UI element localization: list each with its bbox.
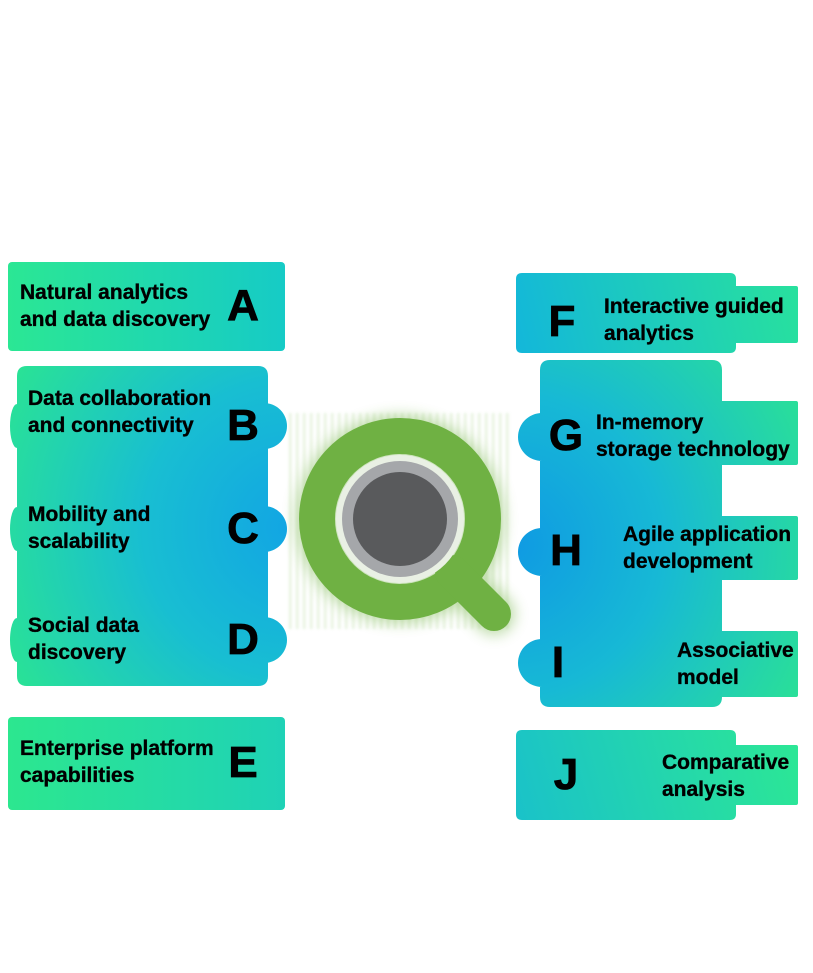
feature-label-i: Associative model [677,637,794,691]
feature-box-j [516,730,798,820]
feature-letter-e: E [228,738,258,787]
feature-box-a [8,262,285,351]
feature-label-d-line2: discovery [28,641,127,664]
feature-label-j-line1: Comparative [662,751,790,774]
feature-letter-f: F [548,297,576,346]
feature-label-b-line1: Data collaboration [28,387,212,410]
feature-label-a-line2: and data discovery [20,308,211,331]
feature-label-e: Enterprise platform capabilities [20,735,214,789]
feature-label-h-line2: development [623,550,753,573]
feature-block-bcd [10,366,287,686]
feature-label-i-line1: Associative [677,639,794,662]
feature-label-h: Agile application development [623,521,791,575]
feature-label-g: In-memory storage technology [596,409,790,463]
feature-label-d-line1: Social data [28,614,139,637]
feature-label-b-line2: and connectivity [28,414,194,437]
feature-label-a: Natural analytics and data discovery [20,279,211,333]
feature-label-c: Mobility and scalability [28,501,151,555]
feature-label-g-line2: storage technology [596,438,790,461]
feature-label-a-line1: Natural analytics [20,281,189,304]
qlik-q-logo [299,418,511,631]
feature-label-i-line2: model [677,666,739,689]
feature-letter-g: G [548,411,584,460]
feature-label-j-line2: analysis [662,778,745,801]
feature-label-e-line2: capabilities [20,764,135,787]
feature-label-f-line1: Interactive guided [604,295,784,318]
feature-box-e [8,717,285,810]
q-dark-center [353,472,447,566]
feature-letter-c: C [227,504,260,553]
feature-label-c-line1: Mobility and [28,503,151,526]
feature-label-j: Comparative analysis [662,749,790,803]
feature-label-d: Social data discovery [28,612,139,666]
feature-letter-h: H [550,526,583,575]
feature-label-f-line2: analytics [604,322,694,345]
feature-block-ghi [518,360,798,707]
feature-letter-d: D [227,615,260,664]
feature-label-g-line1: In-memory [596,411,704,434]
feature-letter-a: A [227,281,260,330]
feature-letter-j: J [553,750,579,799]
q-tail [435,555,511,631]
q-ring [299,418,501,620]
feature-label-f: Interactive guided analytics [604,293,784,347]
feature-label-b: Data collaboration and connectivity [28,385,212,439]
feature-label-c-line2: scalability [28,530,130,553]
feature-label-e-line1: Enterprise platform [20,737,214,760]
feature-label-h-line1: Agile application [623,523,792,546]
feature-letter-b: B [227,401,260,450]
feature-letter-i: I [551,638,565,687]
feature-box-f [516,273,798,353]
